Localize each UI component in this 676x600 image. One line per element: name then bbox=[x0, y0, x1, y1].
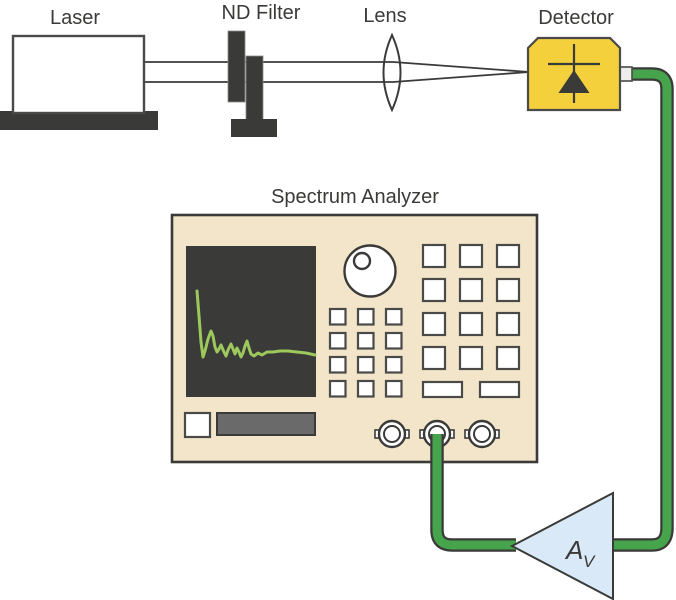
laser-body bbox=[11, 34, 146, 115]
detector-to-amplifier-cable bbox=[611, 67, 674, 552]
analyzer-button bbox=[421, 311, 447, 337]
amplifier-to-analyzer-cable bbox=[430, 434, 516, 552]
laser-base bbox=[0, 111, 158, 130]
analyzer-button bbox=[384, 379, 403, 398]
nd-filter-symbol bbox=[227, 30, 277, 137]
analyzer-button bbox=[495, 345, 521, 371]
analyzer-readout-slot bbox=[216, 412, 316, 436]
detector-output-stub bbox=[619, 66, 633, 82]
analyzer-button bbox=[421, 345, 447, 371]
amplifier-symbol: A V bbox=[509, 491, 614, 600]
analyzer-button bbox=[183, 411, 212, 439]
analyzer-button bbox=[495, 277, 521, 303]
cable-outline bbox=[611, 67, 674, 552]
lens-icon bbox=[382, 32, 402, 113]
analyzer-button bbox=[384, 355, 403, 374]
photodiode-anode-triangle bbox=[558, 70, 590, 93]
amplifier-triangle bbox=[509, 491, 614, 600]
analyzer-button bbox=[421, 277, 447, 303]
cable-core bbox=[432, 434, 516, 550]
nd-filter-plate bbox=[227, 30, 246, 103]
analyzer-wide-button bbox=[421, 380, 464, 399]
analyzer-button bbox=[328, 355, 347, 374]
keypad-right bbox=[421, 243, 521, 399]
beam-converging-lower-ray bbox=[392, 71, 530, 83]
bnc-center bbox=[383, 425, 401, 443]
analyzer-button bbox=[328, 307, 347, 326]
analyzer-screen bbox=[186, 246, 316, 397]
bnc-connector-left bbox=[374, 419, 410, 449]
bnc-connector-right bbox=[464, 419, 500, 449]
spectrum-analyzer-label: Spectrum Analyzer bbox=[271, 186, 439, 208]
analyzer-button bbox=[495, 243, 521, 269]
laser-beam bbox=[145, 61, 530, 83]
analyzer-button bbox=[356, 355, 375, 374]
photodiode-icon bbox=[548, 44, 600, 103]
lens-label: Lens bbox=[363, 5, 406, 27]
keypad-left bbox=[328, 307, 403, 398]
tuning-knob-indent bbox=[352, 251, 372, 271]
analyzer-button bbox=[356, 307, 375, 326]
analyzer-button bbox=[328, 379, 347, 398]
nd-filter-label: ND Filter bbox=[222, 2, 301, 24]
analyzer-button bbox=[458, 311, 484, 337]
analyzer-wide-button bbox=[478, 380, 521, 399]
bnc-center bbox=[473, 425, 491, 443]
amplifier-gain-subscript: V bbox=[583, 552, 596, 571]
nd-filter-post bbox=[245, 55, 264, 123]
amplifier-gain-label: A bbox=[564, 535, 583, 565]
analyzer-button bbox=[328, 331, 347, 350]
detector-symbol bbox=[526, 36, 633, 112]
analyzer-button bbox=[356, 331, 375, 350]
detector-label: Detector bbox=[538, 7, 614, 29]
beam-converging-upper-ray bbox=[392, 61, 530, 73]
tuning-knob bbox=[343, 244, 397, 298]
cable-core bbox=[611, 69, 672, 550]
analyzer-button bbox=[458, 345, 484, 371]
analyzer-button bbox=[495, 311, 521, 337]
analyzer-button bbox=[458, 277, 484, 303]
spectrum-trace bbox=[195, 289, 317, 359]
analyzer-button bbox=[384, 307, 403, 326]
nd-filter-foot bbox=[231, 119, 277, 137]
analyzer-button bbox=[384, 331, 403, 350]
analyzer-button bbox=[458, 243, 484, 269]
analyzer-button bbox=[421, 243, 447, 269]
spectrum-analyzer bbox=[170, 213, 539, 464]
laser-label: Laser bbox=[50, 7, 100, 29]
laser-symbol bbox=[0, 34, 158, 130]
analyzer-button bbox=[356, 379, 375, 398]
